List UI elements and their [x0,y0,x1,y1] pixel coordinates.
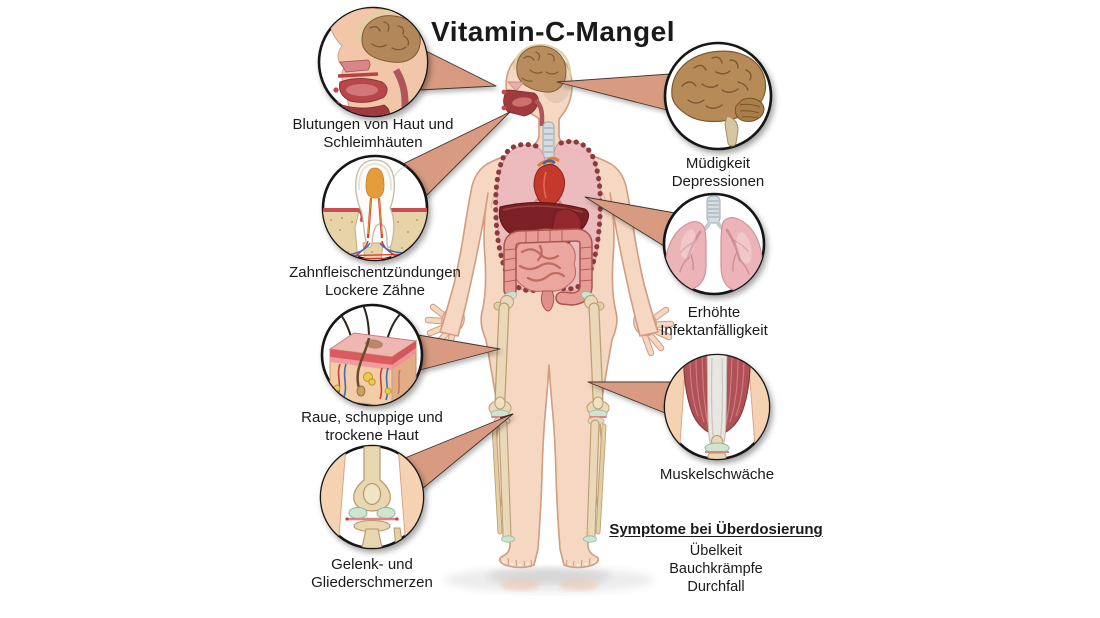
callout-muscle-circle [663,353,771,461]
diagram-title: Vitamin-C-Mangel [431,16,675,47]
knee-joint-illustration [321,446,423,548]
callout-fatigue-circle [663,41,773,151]
heart [533,156,566,209]
head-anatomy [501,43,572,126]
leg-bones [488,291,610,543]
label-muscle: Muskelschwäche [659,466,775,483]
label-infection: Erhöhte Infektanfälligkeit [660,304,768,339]
label-joints: Gelenk- und Gliederschmerzen [311,556,433,591]
overdose-symptoms-block: Symptome bei Überdosierung Übelkeit Bauc… [609,521,822,596]
callout-skin-circle [320,303,424,407]
callout-joints-circle [319,444,425,550]
lungs-illustration [665,195,763,292]
overdose-heading: Symptome bei Überdosierung [609,521,823,538]
callout-infection-circle [662,192,766,296]
label-teeth: Zahnfleischentzündungen Lockere Zähne [289,264,461,299]
label-fatigue: Müdigkeit Depressionen [671,155,765,190]
overdose-item: Übelkeit [689,543,743,559]
overdose-item: Bauchkrämpfe [669,561,763,577]
body-figure [424,43,675,569]
beam-fatigue [556,73,671,111]
callout-teeth-circle [321,154,429,262]
feet-toes [502,557,596,567]
brain-illustration [671,50,767,147]
label-skin: Raue, schuppige und trockene Haut [301,409,443,444]
beam-mucosa [418,50,497,91]
callout-mucosa-circle [317,6,429,118]
label-mucosa: Blutungen von Haut und Schleimhäuten [292,116,454,151]
overdose-item: Durchfall [687,579,745,595]
ground-shadow [444,567,654,593]
